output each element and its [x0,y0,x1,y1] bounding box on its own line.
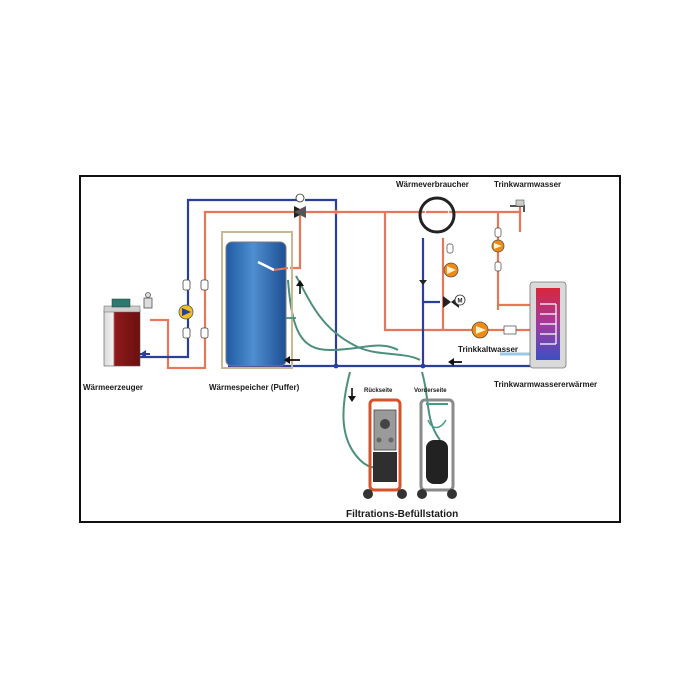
consumer-valves [419,243,454,285]
filtration-arrow-down-icon [348,388,356,402]
label-cold-drinking-water: Trinkkaltwasser [458,345,519,354]
label-water-heater: Trinkwarmwassererwärmer [494,380,598,389]
safety-valve-icon [143,292,153,309]
motor-valve-icon: M [443,294,466,308]
return-pipes [140,198,536,368]
label-heat-generator: Wärmeerzeuger [83,383,144,392]
mixing-valve-icon [294,193,306,218]
heat-consumer-coil [418,196,456,234]
flow-arrow-up-icon [296,280,304,294]
label-back-side: Rückseite [364,388,393,394]
buffer-tank [221,231,296,369]
label-filtration-station: Filtrations-Befüllstation [346,509,459,520]
circulation-pump-icon [491,227,505,272]
hot-water-tap-icon [510,199,525,212]
filtration-station-front [417,398,457,499]
label-hot-drinking-water: Trinkwarmwasser [494,180,562,189]
svg-text:M: M [458,299,463,305]
cold-water-inlet [448,352,534,366]
pipe-junctions [333,209,426,369]
supply-pipes [150,205,532,370]
label-front-side: Vorderseite [414,388,447,394]
consumer-pump-icon [443,262,459,278]
heat-generator [103,298,150,367]
cold-water-pump-icon [471,321,517,339]
label-heat-consumer: Wärmeverbraucher [396,180,469,189]
flow-arrow-left-icon [284,356,300,364]
filtration-hoses [287,275,441,469]
filtration-station-back [363,398,407,499]
generator-pump-icon [178,304,194,320]
isolation-valve-icons [182,279,209,339]
water-heater-tank [529,281,567,369]
label-buffer-tank: Wärmespeicher (Puffer) [209,383,300,392]
